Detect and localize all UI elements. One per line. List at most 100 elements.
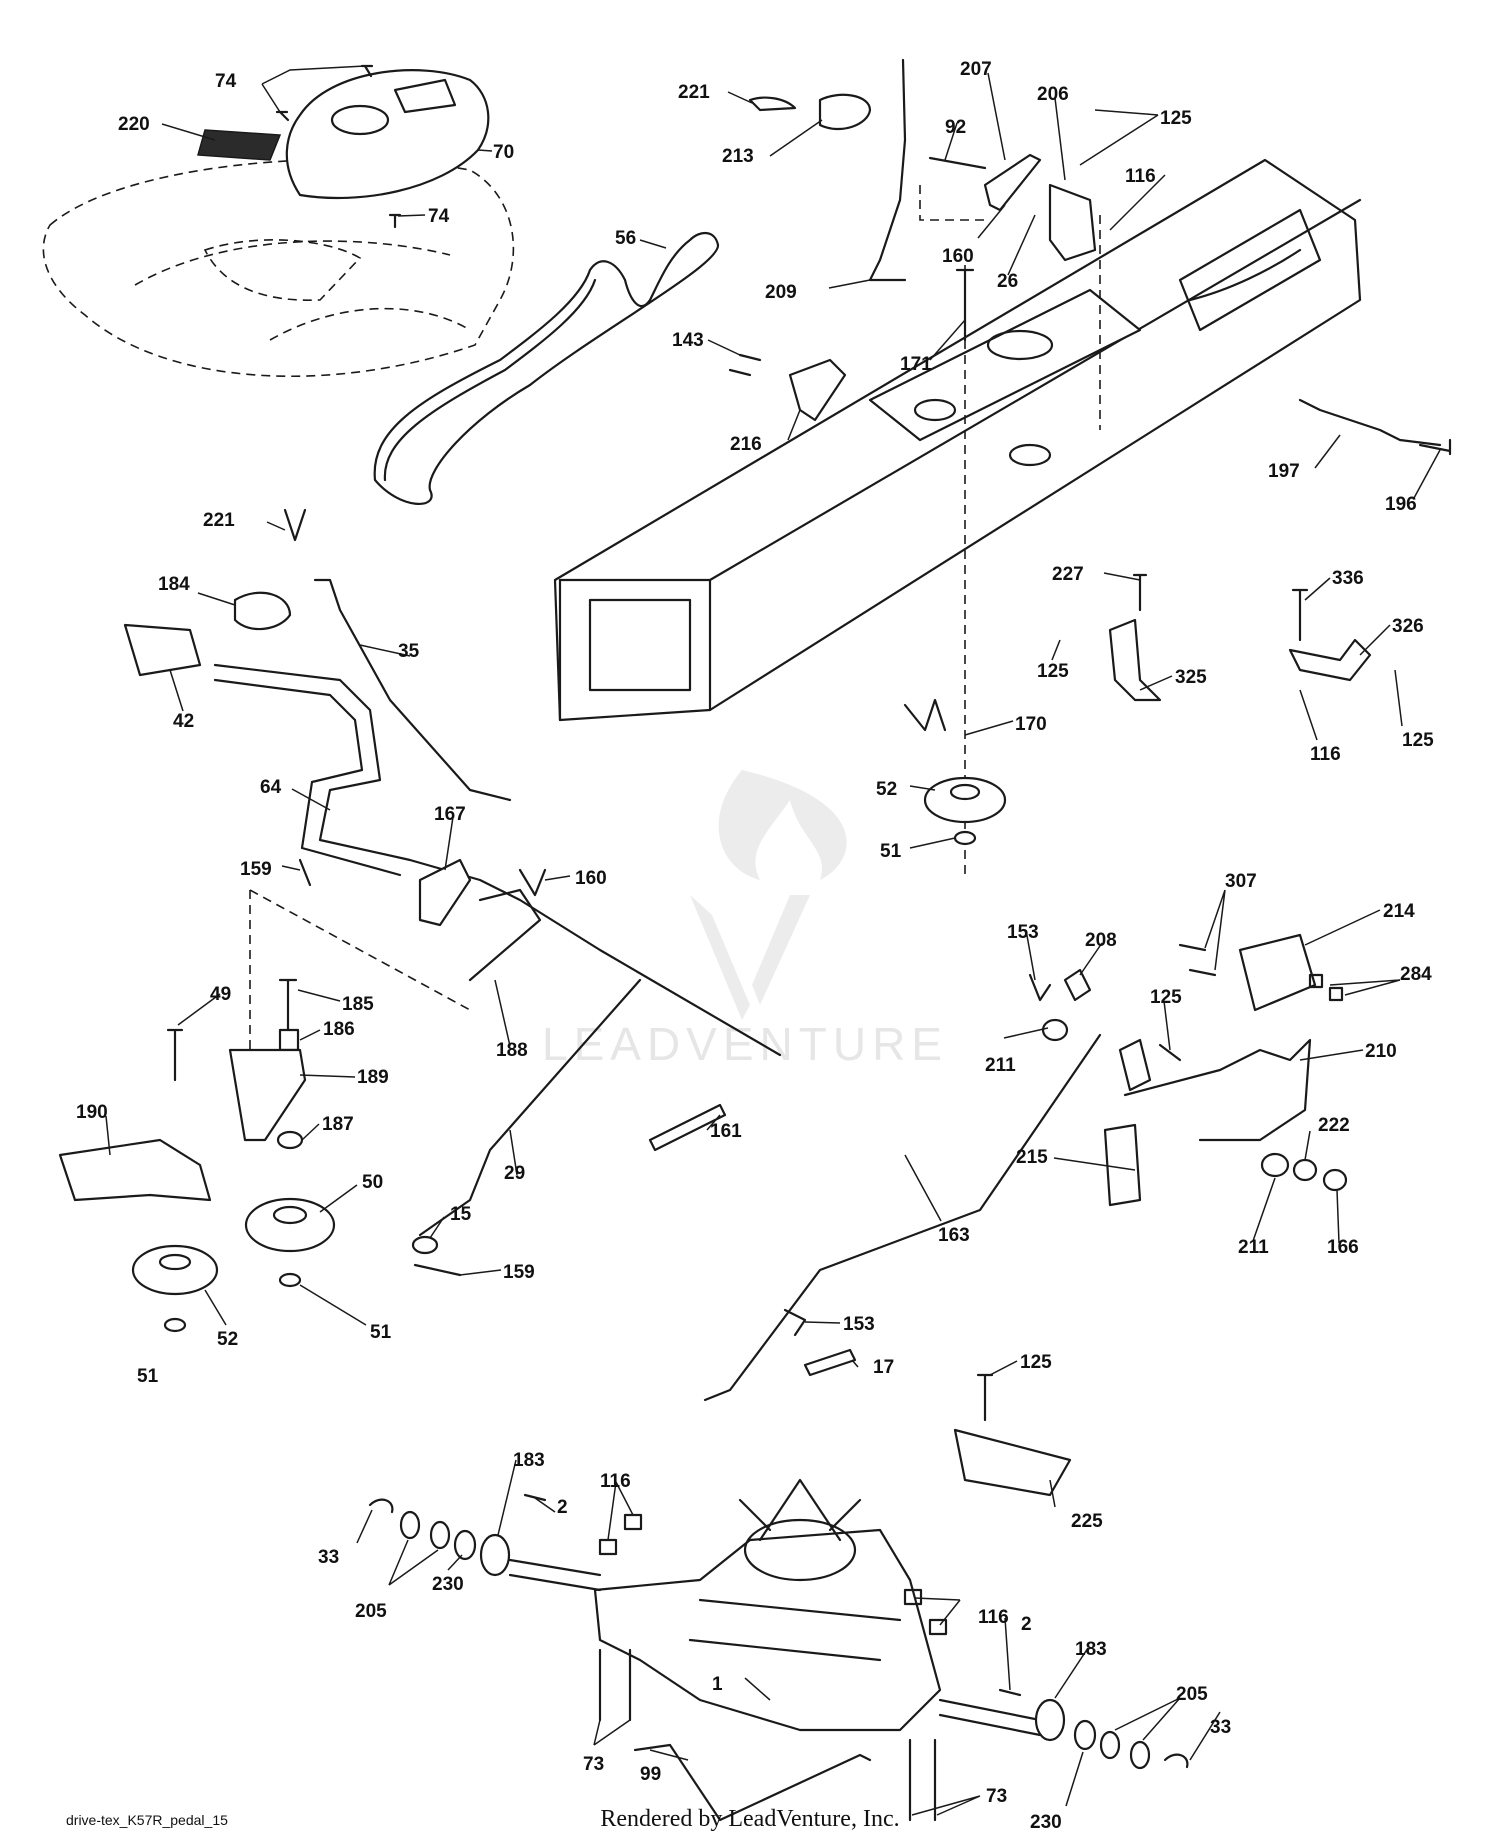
callout-189: 189 (357, 1067, 389, 1088)
bolt-92 (928, 156, 987, 170)
nut-116-b (623, 1513, 643, 1531)
callout-125: 125 (1402, 730, 1434, 751)
bolt-196 (1418, 438, 1452, 456)
callout-153: 153 (1007, 922, 1039, 943)
pin-221-left (283, 508, 307, 542)
lever-207 (983, 153, 1042, 212)
washer-205c (1099, 1730, 1121, 1760)
pivot-bracket-206 (1048, 183, 1097, 262)
plate-189 (228, 1048, 307, 1142)
callout-159: 159 (503, 1262, 535, 1283)
callout-213: 213 (722, 146, 754, 167)
callout-197: 197 (1268, 461, 1300, 482)
callout-225: 225 (1071, 1511, 1103, 1532)
callout-190: 190 (76, 1102, 108, 1123)
callout-220: 220 (118, 114, 150, 135)
screw-74c (388, 213, 402, 229)
callout-161: 161 (710, 1121, 742, 1142)
nut-51-mid (278, 1272, 302, 1288)
callout-92: 92 (945, 117, 966, 138)
nut-116-c (903, 1588, 923, 1606)
seat-decal (197, 129, 282, 161)
callout-17: 17 (873, 1357, 894, 1378)
callout-170: 170 (1015, 714, 1047, 735)
callout-116: 116 (1310, 744, 1341, 765)
washer-187 (276, 1130, 304, 1150)
callout-56: 56 (615, 228, 636, 249)
callout-326: 326 (1392, 616, 1424, 637)
callout-187: 187 (322, 1114, 354, 1135)
bracket-225 (953, 1428, 1072, 1497)
bushing-183-right (1034, 1698, 1066, 1742)
washer-205d (1129, 1740, 1151, 1770)
callout-188: 188 (496, 1040, 528, 1061)
callout-230: 230 (1030, 1812, 1062, 1833)
key-2-left (523, 1493, 547, 1502)
leadventure-watermark: LEADVENTURE (542, 770, 948, 1070)
callout-73: 73 (583, 1754, 604, 1775)
callout-125: 125 (1037, 661, 1069, 682)
spring-208 (1063, 968, 1092, 1002)
washer-15 (411, 1235, 439, 1255)
drawing-id-label: drive-tex_K57R_pedal_15 (66, 1812, 228, 1828)
knob-184 (233, 591, 292, 631)
callout-74: 74 (215, 71, 237, 92)
callout-52: 52 (876, 779, 897, 800)
clip-221-top (748, 96, 797, 112)
spring-17 (803, 1348, 857, 1377)
bolts-143 (728, 353, 762, 377)
callout-160: 160 (575, 868, 607, 889)
callout-221: 221 (203, 510, 235, 531)
rendered-by-credit: Rendered by LeadVenture, Inc. (600, 1806, 900, 1832)
bracket-326 (1288, 638, 1372, 682)
washer-230-left (453, 1529, 477, 1561)
callout-221: 221 (678, 82, 710, 103)
bushing-183-left (479, 1533, 511, 1577)
callout-1: 1 (712, 1674, 723, 1695)
callout-labels: 74 220 70 74 221 213 207 92 206 125 116 … (76, 59, 1434, 1833)
clip-33-right (1163, 1753, 1189, 1769)
screws-307 (1178, 943, 1217, 977)
bracket-325 (1108, 618, 1162, 702)
callout-171: 171 (900, 354, 932, 375)
callout-116: 116 (1125, 166, 1156, 187)
callout-227: 227 (1052, 564, 1084, 585)
callout-325: 325 (1175, 667, 1207, 688)
transaxle-1 (593, 1478, 942, 1732)
callout-307: 307 (1225, 871, 1257, 892)
callout-210: 210 (1365, 1041, 1397, 1062)
rod-163 (703, 1033, 1102, 1402)
callout-116: 116 (978, 1607, 1009, 1628)
bolt-185 (278, 978, 298, 1032)
bracket-190 (58, 1138, 212, 1202)
washer-222 (1292, 1158, 1318, 1182)
callout-125: 125 (1160, 108, 1192, 129)
callout-143: 143 (672, 330, 704, 351)
callout-70: 70 (493, 142, 514, 163)
pin-153-bottom (783, 1308, 807, 1337)
tractor-frame (553, 158, 1362, 722)
callout-211: 211 (985, 1055, 1016, 1076)
callout-125: 125 (1020, 1352, 1052, 1373)
seat-outline (42, 158, 515, 378)
nut-116-d (928, 1618, 948, 1636)
callout-205: 205 (1176, 1684, 1208, 1705)
callout-64: 64 (260, 777, 282, 798)
nuts-284 (1308, 973, 1344, 1002)
pedal-pad-214 (1238, 933, 1317, 1012)
callout-183: 183 (513, 1450, 545, 1471)
callout-166: 166 (1327, 1237, 1359, 1258)
screw-74b (275, 110, 290, 122)
pedal-arm-210 (1123, 1038, 1312, 1142)
bolt-125-bottom (976, 1373, 994, 1422)
callout-2: 2 (1021, 1614, 1032, 1635)
callout-153: 153 (843, 1314, 875, 1335)
callout-205: 205 (355, 1601, 387, 1622)
callout-211: 211 (1238, 1237, 1269, 1258)
watermark-text: LEADVENTURE (542, 1018, 948, 1070)
clip-160-left (518, 868, 547, 897)
bracket-216 (788, 358, 847, 422)
axle-right (938, 1698, 1042, 1737)
callout-74: 74 (428, 206, 450, 227)
